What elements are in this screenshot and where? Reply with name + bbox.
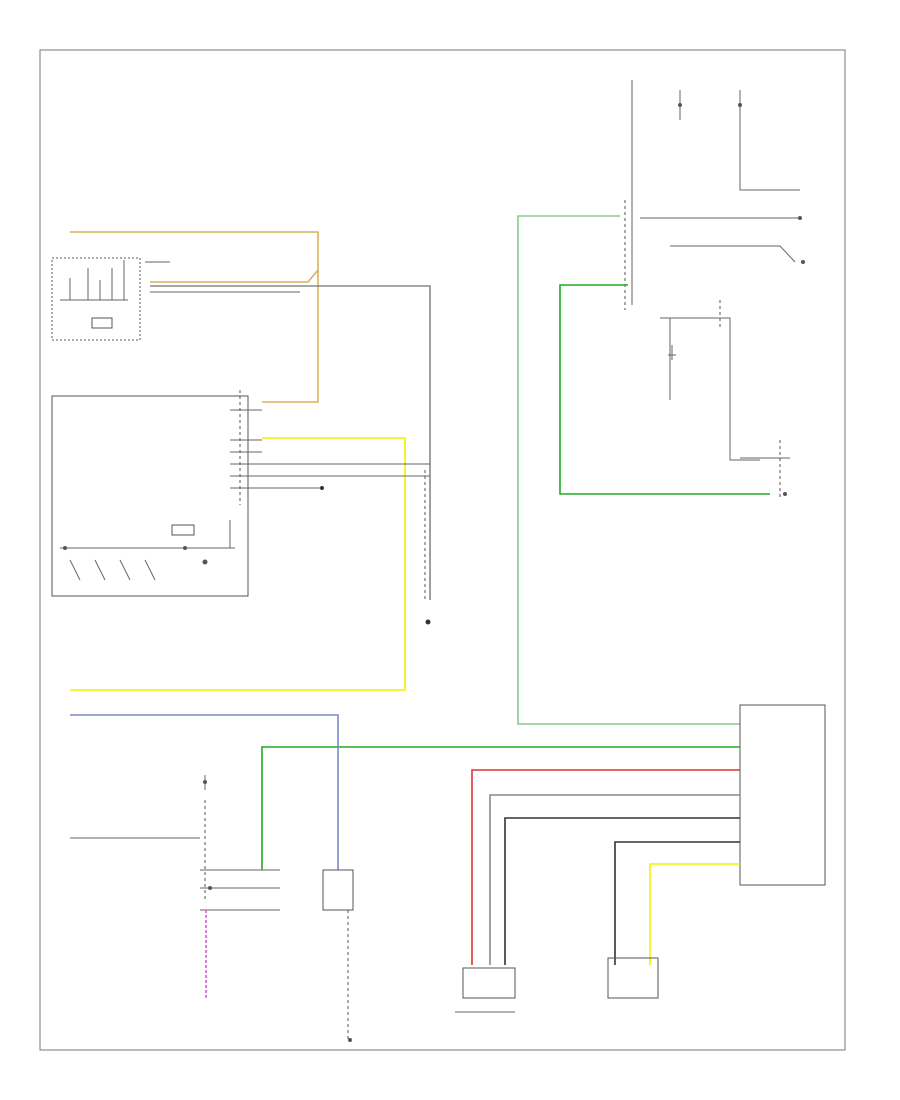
wire-green-long [261, 746, 740, 870]
wire-light-green [517, 215, 740, 725]
wire-dark-signal [262, 463, 430, 489]
module-connector-pins [230, 409, 262, 489]
wire-gray [150, 285, 431, 600]
heater-hose-sensor [70, 775, 280, 911]
wire-dark-1 [504, 817, 740, 965]
wire-yellow-2 [649, 863, 740, 965]
ac-refrigerant-pressure-sensor [455, 967, 516, 1013]
compressor-relay [660, 300, 790, 461]
wire-yellow [70, 437, 406, 691]
ground-point [425, 619, 431, 625]
auxiliary-heater-control-module [51, 390, 249, 597]
engine-control-module [739, 704, 826, 886]
ambient-air-temperature-sensor [322, 869, 354, 1042]
auxiliary-heater-relay [51, 257, 170, 341]
engine-coolant-temperature-sensor [607, 957, 659, 999]
wire-gray-1 [489, 794, 740, 965]
wire-green [559, 284, 770, 495]
ac-compressor-clutch [779, 440, 787, 500]
wire-orange [70, 231, 319, 403]
wire-red [471, 769, 740, 965]
ac-pressure-switch [640, 216, 805, 264]
diagram-frame [39, 49, 846, 1051]
wire-blue [70, 714, 339, 870]
underhood-fuse-block-feeds [624, 80, 800, 310]
wire-dark-2 [614, 841, 740, 965]
